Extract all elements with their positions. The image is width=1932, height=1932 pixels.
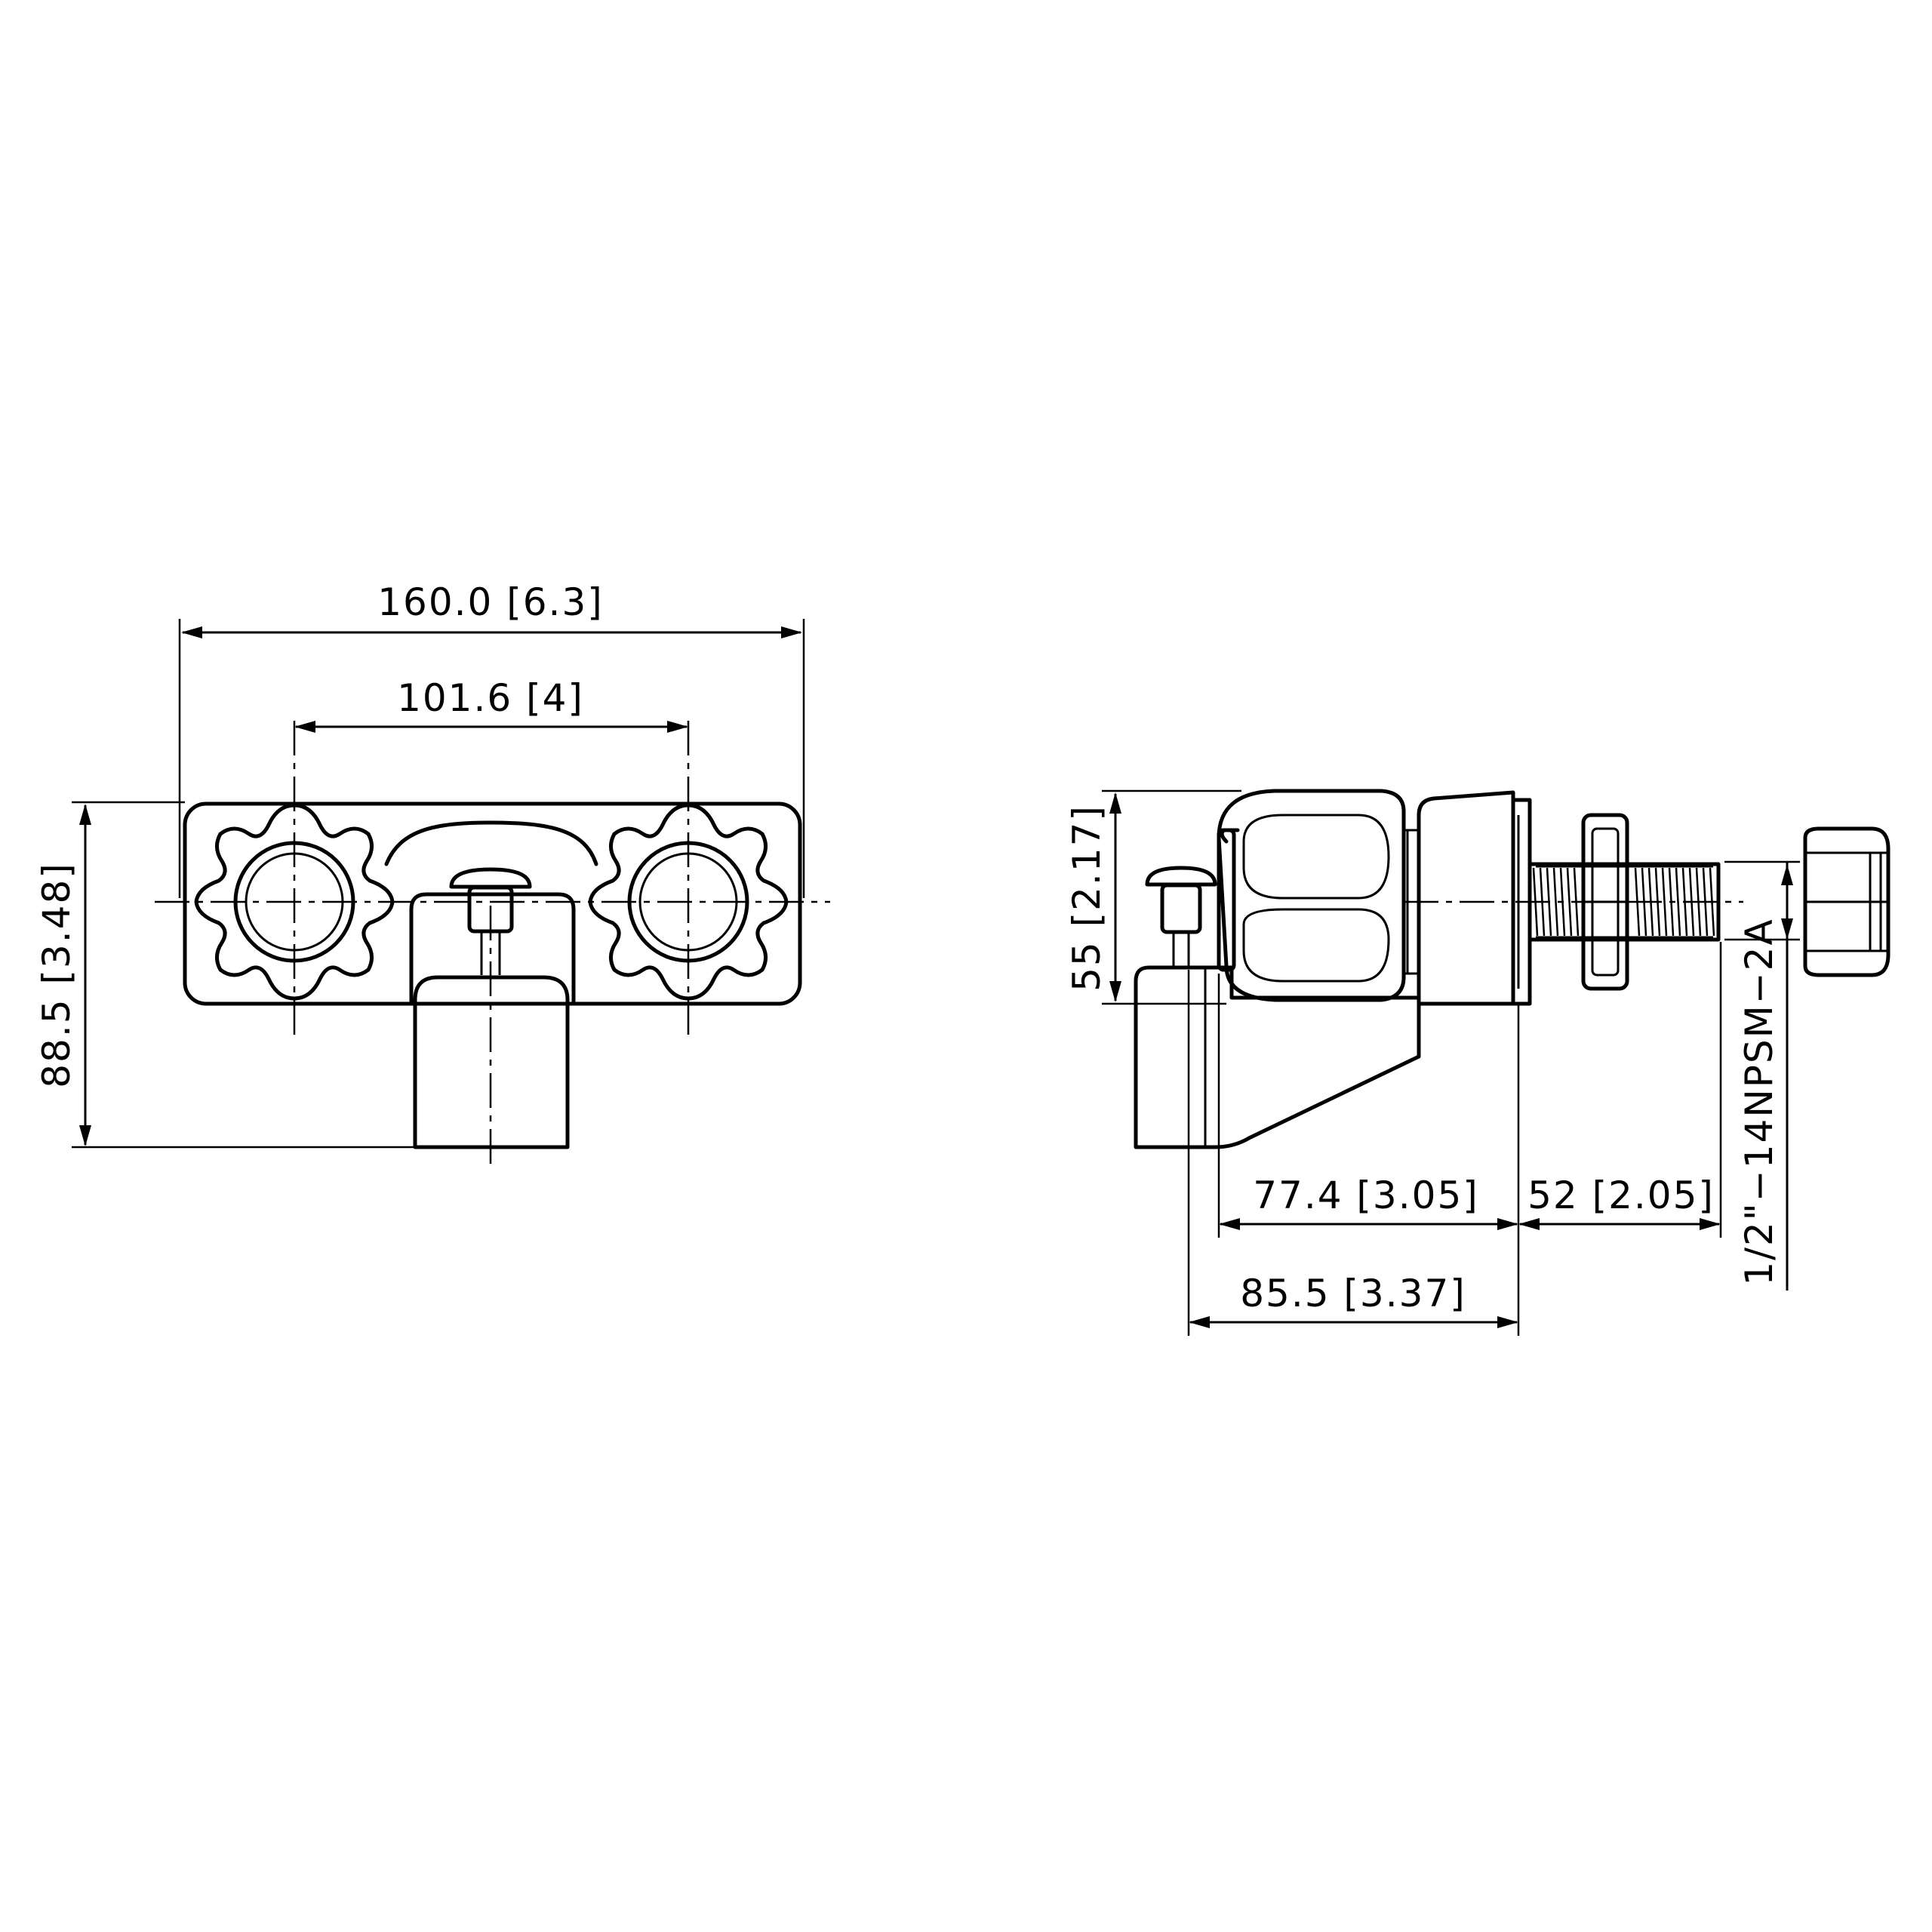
side-spout-body — [1134, 965, 1421, 1149]
dim-front-overall-width: 160.0 [6.3] — [181, 580, 802, 638]
thread-line — [1661, 867, 1668, 937]
dim-front-overall-height: 88.5 [3.48] — [35, 804, 91, 1146]
dim-side-spout-to-flange: 77.4 [3.05] — [1219, 1174, 1518, 1230]
dim-side-overall-depth-label: 85.5 [3.37] — [1240, 1272, 1466, 1315]
thread-line — [1566, 867, 1573, 937]
dim-front-overall-width-label: 160.0 [6.3] — [377, 580, 604, 624]
front-extension-lines — [72, 619, 805, 1149]
side-extension-lines — [1102, 789, 1800, 1336]
dim-side-spout-to-flange-label: 77.4 [3.05] — [1253, 1174, 1479, 1217]
front-center-arch — [384, 820, 598, 866]
dim-front-overall-height-label: 88.5 [3.48] — [35, 862, 78, 1088]
dim-front-center-spacing-label: 101.6 [4] — [397, 676, 584, 720]
dim-side-body-height: 55 [2.17] — [1065, 792, 1121, 1002]
front-spout — [413, 975, 570, 1149]
thread-line — [1552, 867, 1559, 937]
dim-front-center-spacing: 101.6 [4] — [294, 676, 688, 733]
front-centerlines — [155, 721, 830, 1170]
side-handle — [1217, 789, 1419, 1002]
dim-side-shank-length-label: 52 [2.05] — [1527, 1174, 1715, 1217]
dim-side-shank-length: 52 [2.05] — [1518, 1174, 1721, 1230]
side-view: 55 [2.17] 77.4 [3.05] 52 [2.05] 85.5 [3.… — [1065, 789, 1890, 1336]
side-valve-body — [1417, 790, 1515, 1006]
dim-side-thread-spec: 1/2"−14NPSM−2A — [1737, 862, 1793, 1291]
dim-side-thread-spec-label: 1/2"−14NPSM−2A — [1737, 918, 1781, 1285]
side-diverter-knob — [1145, 866, 1217, 968]
dim-side-overall-depth: 85.5 [3.37] — [1189, 1272, 1518, 1328]
thread-line — [1675, 867, 1681, 937]
dim-side-body-height-label: 55 [2.17] — [1065, 804, 1109, 992]
side-coupling-nut — [1803, 826, 1890, 977]
front-view: 160.0 [6.3] 101.6 [4] 88.5 [3.48] — [35, 580, 830, 1170]
front-spout-upper — [409, 892, 576, 1006]
front-body-plate — [183, 801, 802, 1006]
